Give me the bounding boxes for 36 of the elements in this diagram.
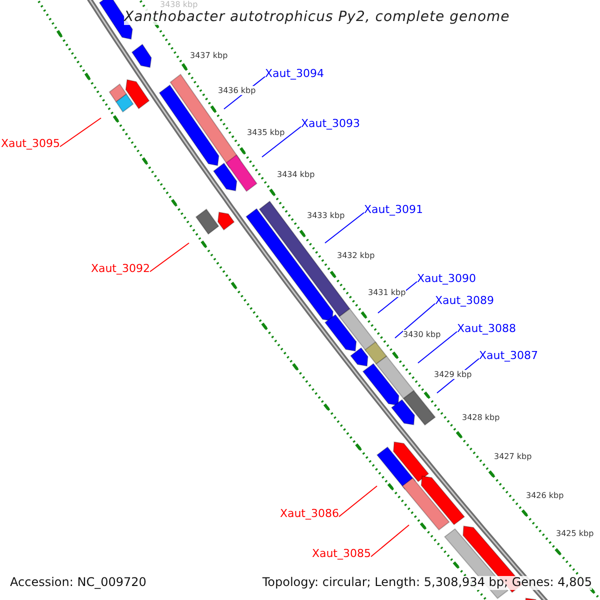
scale-label: 3428 kbp: [462, 413, 500, 422]
scale-label: 3433 kbp: [307, 211, 345, 220]
gene-label: Xaut_3089: [435, 295, 494, 308]
leader-line: [150, 242, 190, 272]
scale-label: 3431 kbp: [368, 288, 406, 298]
scale-label: 3429 kbp: [434, 370, 472, 380]
gene-label: Xaut_3095: [0, 138, 60, 151]
scale-label: 3430 kbp: [403, 330, 441, 340]
gene-label: Xaut_3086: [280, 508, 339, 521]
scale-label: 3438 kbp: [160, 0, 198, 10]
scale-label: 3432 kbp: [337, 251, 375, 260]
leader-line: [324, 212, 364, 244]
scale-label: 3435 kbp: [247, 128, 285, 138]
leader-line: [262, 126, 302, 158]
accession-text: Accession: NC_009720: [10, 576, 146, 590]
leader-line: [60, 118, 102, 148]
scale-label: 3437 kbp: [190, 51, 228, 60]
genome-stats-text: Topology: circular; Length: 5,308,934 bp; Genes: 4,805: [262, 576, 592, 590]
gene-label: Xaut_3094: [265, 68, 324, 81]
gene-label: Xaut_3087: [479, 350, 538, 363]
gene-label: Xaut_3085: [312, 548, 371, 561]
scale-label: 3426 kbp: [526, 491, 564, 500]
scale-label: 3436 kbp: [218, 86, 256, 96]
leader-line: [370, 524, 410, 558]
gene-label: Xaut_3092: [90, 263, 150, 276]
scale-label: 3427 kbp: [494, 452, 532, 462]
gene-label: Xaut_3091: [364, 204, 424, 217]
leader-line: [394, 303, 436, 338]
gene-label: Xaut_3088: [457, 323, 516, 336]
gene-label: Xaut_3093: [301, 118, 360, 131]
leader-line: [418, 331, 458, 364]
leader-line: [338, 486, 378, 518]
scale-label: 3434 kbp: [277, 170, 315, 180]
map-title: Xanthobacter autotrophicus Py2, complete genome: [124, 9, 510, 26]
scale-label: 3425 kbp: [556, 529, 594, 538]
gene-label: Xaut_3090: [417, 273, 476, 286]
